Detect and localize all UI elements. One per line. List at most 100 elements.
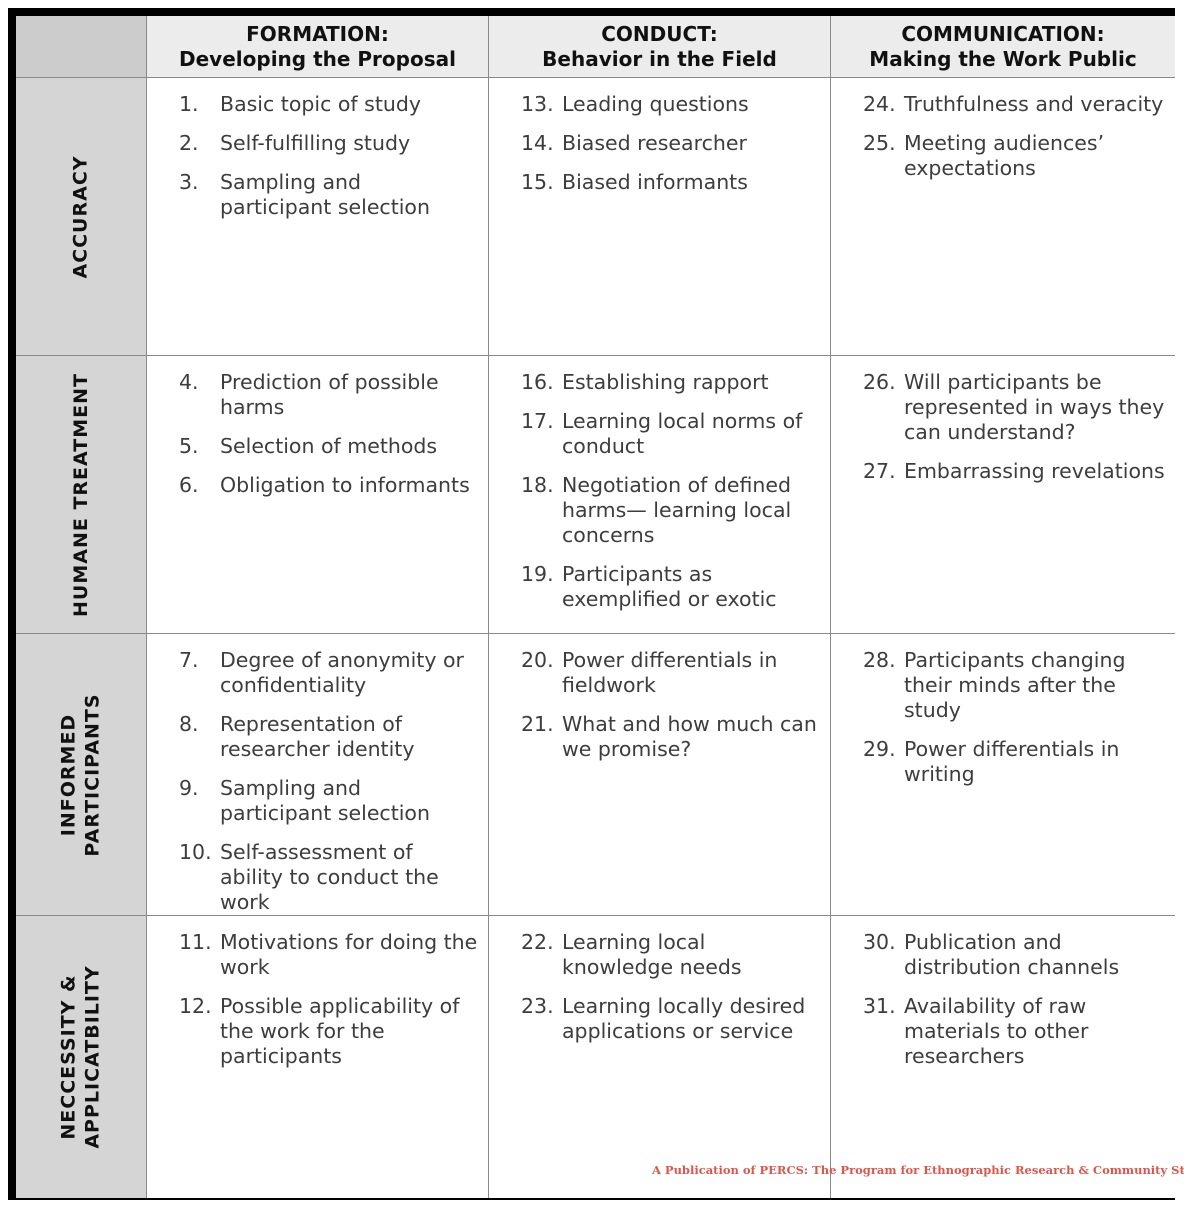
item-number: 24. [863, 92, 896, 116]
list-item: 22.Learning local knowledge needs [521, 930, 820, 980]
item-number: 20. [521, 648, 554, 672]
list-item: 7. Degree of anonymity or confidentiality [179, 648, 478, 698]
item-text: Biased researcher [562, 131, 747, 155]
item-text: Obligation to informants [220, 473, 470, 497]
table-cell: 11.Motivations for doing the work 12. Poss… [147, 916, 489, 1198]
column-subtitle: Making the Work Public [869, 46, 1137, 71]
item-number: 10. [179, 840, 212, 864]
ethics-matrix-table: FORMATION: Developing the Proposal CONDU… [16, 16, 1175, 1198]
row-label: NECCESSITY &APPLICATBILITY [57, 965, 105, 1148]
row-label-line: NECCESSITY & [58, 974, 80, 1140]
table-cell: 28. Participants changing their minds aft… [831, 634, 1175, 916]
item-number: 19. [521, 562, 554, 586]
list-item: 13. Leading questions [521, 92, 820, 117]
item-text: Prediction of possible harms [220, 370, 439, 419]
table-cell: 16. Establishing rapport 17. Learning local… [489, 356, 831, 634]
item-text: Self-assessment of ability to conduct th… [220, 840, 439, 914]
item-number: 30. [863, 930, 896, 954]
list-item: 16. Establishing rapport [521, 370, 820, 395]
row-label-line: ACCURACY [70, 154, 92, 279]
table-cell: 13. Leading questions 14. Biased researcher… [489, 78, 831, 356]
item-number: 16. [521, 370, 554, 394]
item-text: Selection of methods [220, 434, 438, 458]
item-number: 5. [179, 434, 199, 458]
item-text: Representation of researcher identity [220, 712, 415, 761]
table-cell: 7. Degree of anonymity or confidentiality… [147, 634, 489, 916]
item-number: 12. [179, 994, 212, 1018]
item-number: 11. [179, 930, 212, 954]
list-item: 29.Power differentials in writing [863, 737, 1165, 787]
item-text: Power differentials in writing [904, 737, 1120, 786]
item-text: Negotiation of defined harms— learning l… [562, 473, 792, 547]
row-label: HUMANE TREATMENT [69, 373, 93, 617]
list-item: 26.Will participants be represented in w… [863, 370, 1165, 445]
column-subtitle: Behavior in the Field [542, 46, 777, 71]
list-item: 9.Sampling and participant selection [179, 776, 478, 826]
list-item: 27.Embarrassing revelations [863, 459, 1165, 484]
item-text: Degree of anonymity or confidentiality [220, 648, 464, 697]
list-item: 30.Publication and distribution channels [863, 930, 1165, 980]
table-cell: 30.Publication and distribution channels… [831, 916, 1175, 1198]
row-header: ACCURACY [16, 78, 147, 356]
list-item: 31.Availability of raw materials to othe… [863, 994, 1165, 1069]
list-item: 5. Selection of methods [179, 434, 478, 459]
item-text: Power differentials in fieldwork [562, 648, 778, 697]
item-text: Meeting audiences’ expectations [904, 131, 1105, 180]
list-item: 24.Truthfulness and veracity [863, 92, 1165, 117]
list-item: 4. Prediction of possible harms [179, 370, 478, 420]
list-item: 3.Sampling and participant selection [179, 170, 478, 220]
list-item: 20. Power differentials in fieldwork [521, 648, 820, 698]
list-item: 12. Possible applicability of the work fo… [179, 994, 478, 1069]
item-number: 17. [521, 409, 554, 433]
table-cell: 20. Power differentials in fieldwork 21.Wh… [489, 634, 831, 916]
table-cell: 24.Truthfulness and veracity 25. Meeting a… [831, 78, 1175, 356]
column-title: COMMUNICATION: [901, 21, 1105, 46]
item-text: Sampling and participant selection [220, 170, 430, 219]
list-item: 23.Learning locally desired applications… [521, 994, 820, 1044]
item-text: Participants changing their minds after … [904, 648, 1126, 722]
item-number: 21. [521, 712, 554, 736]
list-item: 25. Meeting audiences’ expectations [863, 131, 1165, 181]
item-number: 25. [863, 131, 896, 155]
row-label: ACCURACY [69, 155, 93, 278]
item-number: 23. [521, 994, 554, 1018]
table-corner [16, 16, 147, 78]
list-item: 21.What and how much can we promise? [521, 712, 820, 762]
item-text: Basic topic of study [220, 92, 421, 116]
list-item: 6.Obligation to informants [179, 473, 478, 498]
item-text: Possible applicability of the work for t… [220, 994, 460, 1068]
item-number: 7. [179, 648, 199, 672]
item-number: 14. [521, 131, 554, 155]
item-text: Learning local knowledge needs [562, 930, 742, 979]
table-frame: FORMATION: Developing the Proposal CONDU… [8, 8, 1175, 1200]
column-title: CONDUCT: [601, 21, 718, 46]
column-header-formation: FORMATION: Developing the Proposal [147, 16, 489, 78]
publication-credit: A Publication of PERCS: The Program for … [652, 1163, 1184, 1177]
item-text: Learning local norms of conduct [562, 409, 803, 458]
item-text: Availability of raw materials to other r… [904, 994, 1089, 1068]
column-header-communication: COMMUNICATION: Making the Work Public [831, 16, 1175, 78]
list-item: 11.Motivations for doing the work [179, 930, 478, 980]
item-number: 18. [521, 473, 554, 497]
item-number: 13. [521, 92, 554, 116]
row-label-line: HUMANE TREATMENT [70, 372, 93, 617]
item-number: 27. [863, 459, 896, 483]
list-item: 14. Biased researcher [521, 131, 820, 156]
list-item: 28. Participants changing their minds aft… [863, 648, 1165, 723]
item-text: Leading questions [562, 92, 749, 116]
table-cell: 26.Will participants be represented in w… [831, 356, 1175, 634]
column-title: FORMATION: [246, 21, 389, 46]
list-item: 18. Negotiation of defined harms— learnin… [521, 473, 820, 548]
item-number: 4. [179, 370, 199, 394]
item-number: 9. [179, 776, 199, 800]
table-cell: 4. Prediction of possible harms 5. Selectio… [147, 356, 489, 634]
item-number: 28. [863, 648, 896, 672]
item-text: Establishing rapport [562, 370, 769, 394]
item-text: Will participants be represented in ways… [904, 370, 1165, 444]
item-text: Participants as exemplified or exotic [562, 562, 777, 611]
list-item: 15.Biased informants [521, 170, 820, 195]
list-item: 17. Learning local norms of conduct [521, 409, 820, 459]
